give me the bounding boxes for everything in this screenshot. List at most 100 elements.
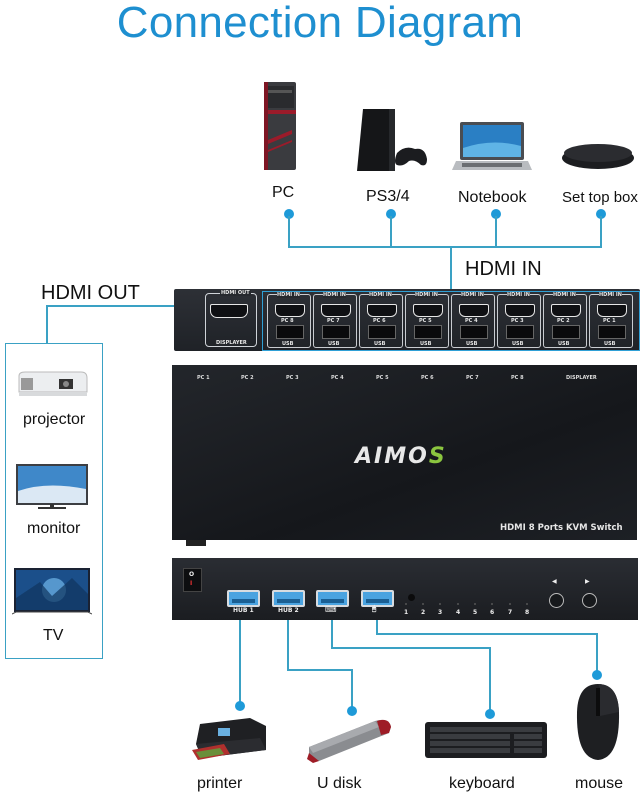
port-cell-pc2: HDMI IN PC 2 USB <box>543 292 587 348</box>
port-led <box>422 603 424 605</box>
brand-logo-main: AIMO <box>355 444 429 469</box>
port-cell-pc8: HDMI IN PC 8 USB <box>267 292 311 348</box>
usb-hub1-port[interactable] <box>227 590 260 607</box>
port-led <box>509 603 511 605</box>
mouse-icon <box>576 684 620 760</box>
source-label-pc: PC <box>272 184 295 201</box>
connector-line <box>376 620 378 634</box>
hdmi-in-port[interactable] <box>505 304 535 317</box>
usb-port[interactable] <box>276 325 304 339</box>
kvm-top-panel <box>172 365 637 540</box>
port-label: USB <box>558 341 570 347</box>
top-label: PC 3 <box>286 375 299 381</box>
port-number: 7 <box>508 609 513 616</box>
port-number: 4 <box>456 609 461 616</box>
game-console-icon <box>357 109 427 171</box>
keyboard-icon: ⌨ <box>325 605 337 614</box>
connector-line <box>331 620 333 648</box>
hdmi-in-port[interactable] <box>321 304 351 317</box>
product-name: HDMI 8 Ports KVM Switch <box>500 523 623 533</box>
connector-line <box>489 647 491 711</box>
connector-line <box>331 647 491 649</box>
connector-dot-keyboard <box>485 709 495 719</box>
hdmi-out-port-frame <box>205 293 257 347</box>
device-foot <box>186 540 206 546</box>
port-label: USB <box>604 341 616 347</box>
port-label: USB <box>282 341 294 347</box>
usb-port[interactable] <box>598 325 626 339</box>
next-arrow-icon: ▶ <box>585 578 590 585</box>
projector-icon <box>18 371 88 396</box>
port-label: HDMI IN <box>461 292 484 298</box>
connector-bus <box>288 246 602 248</box>
usb-hub2-port[interactable] <box>272 590 305 607</box>
port-led <box>405 603 407 605</box>
port-led <box>491 603 493 605</box>
usb-port[interactable] <box>460 325 488 339</box>
port-label: PC 3 <box>511 318 524 324</box>
port-label: DISPLAYER <box>215 340 248 346</box>
connector-line <box>600 216 602 247</box>
display-label-tv: TV <box>43 627 64 644</box>
output-devices-box <box>5 343 103 659</box>
connector-line <box>450 246 452 291</box>
port-label: USB <box>512 341 524 347</box>
display-label-projector: projector <box>23 411 86 428</box>
port-label: HDMI IN <box>553 292 576 298</box>
usb-port[interactable] <box>414 325 442 339</box>
port-led <box>474 603 476 605</box>
port-label: PC 4 <box>465 318 478 324</box>
port-label: HDMI IN <box>415 292 438 298</box>
port-cell-pc3: HDMI IN PC 3 USB <box>497 292 541 348</box>
usb-port[interactable] <box>552 325 580 339</box>
usb-port[interactable] <box>322 325 350 339</box>
hdmi-in-port[interactable] <box>367 304 397 317</box>
hdmi-in-port[interactable] <box>459 304 489 317</box>
usb-keyboard-port[interactable] <box>316 590 349 607</box>
top-label: PC 4 <box>331 375 344 381</box>
port-number: 3 <box>438 609 443 616</box>
port-led <box>439 603 441 605</box>
peripheral-label-printer: printer <box>197 775 243 792</box>
power-switch[interactable]: O I <box>183 568 202 592</box>
hdmi-in-port[interactable] <box>597 304 627 317</box>
mouse-icon: 🖱 <box>372 605 377 613</box>
display-label-monitor: monitor <box>27 520 81 537</box>
next-button[interactable] <box>582 593 597 608</box>
port-number: 1 <box>404 609 409 616</box>
usb-port[interactable] <box>506 325 534 339</box>
port-label: HDMI IN <box>323 292 346 298</box>
connector-line <box>287 620 289 670</box>
source-label-set-top-box: Set top box <box>562 189 638 206</box>
port-label: HDMI IN <box>277 292 300 298</box>
port-label: HDMI IN <box>599 292 622 298</box>
usb-label: HUB 1 <box>233 607 254 614</box>
top-label: DISPLAYER <box>566 375 597 381</box>
usb-label: HUB 2 <box>278 607 299 614</box>
usb-flash-drive-icon <box>307 719 391 763</box>
port-label: PC 5 <box>419 318 432 324</box>
usb-mouse-port[interactable] <box>361 590 394 607</box>
usb-port[interactable] <box>368 325 396 339</box>
port-label: USB <box>466 341 478 347</box>
peripheral-label-udisk: U disk <box>317 775 362 792</box>
connector-dot-pc <box>284 209 294 219</box>
previous-button[interactable] <box>549 593 564 608</box>
top-label: PC 7 <box>466 375 479 381</box>
laptop-icon <box>452 122 532 170</box>
power-off-label: O <box>189 571 195 578</box>
power-on-label: I <box>190 580 193 587</box>
port-number: 8 <box>525 609 530 616</box>
hdmi-in-port[interactable] <box>413 304 443 317</box>
hdmi-in-port[interactable] <box>275 304 305 317</box>
port-cell-pc1: HDMI IN PC 1 USB <box>589 292 633 348</box>
port-led <box>457 603 459 605</box>
port-label: HDMI IN <box>507 292 530 298</box>
hdmi-in-port[interactable] <box>551 304 581 317</box>
brand-logo: AIMOS <box>355 444 447 469</box>
hdmi-out-port[interactable] <box>210 304 248 318</box>
connector-dot-notebook <box>491 209 501 219</box>
hdmi-in-label: HDMI IN <box>465 258 542 280</box>
top-label: PC 8 <box>511 375 524 381</box>
brand-logo-accent: S <box>428 444 447 469</box>
